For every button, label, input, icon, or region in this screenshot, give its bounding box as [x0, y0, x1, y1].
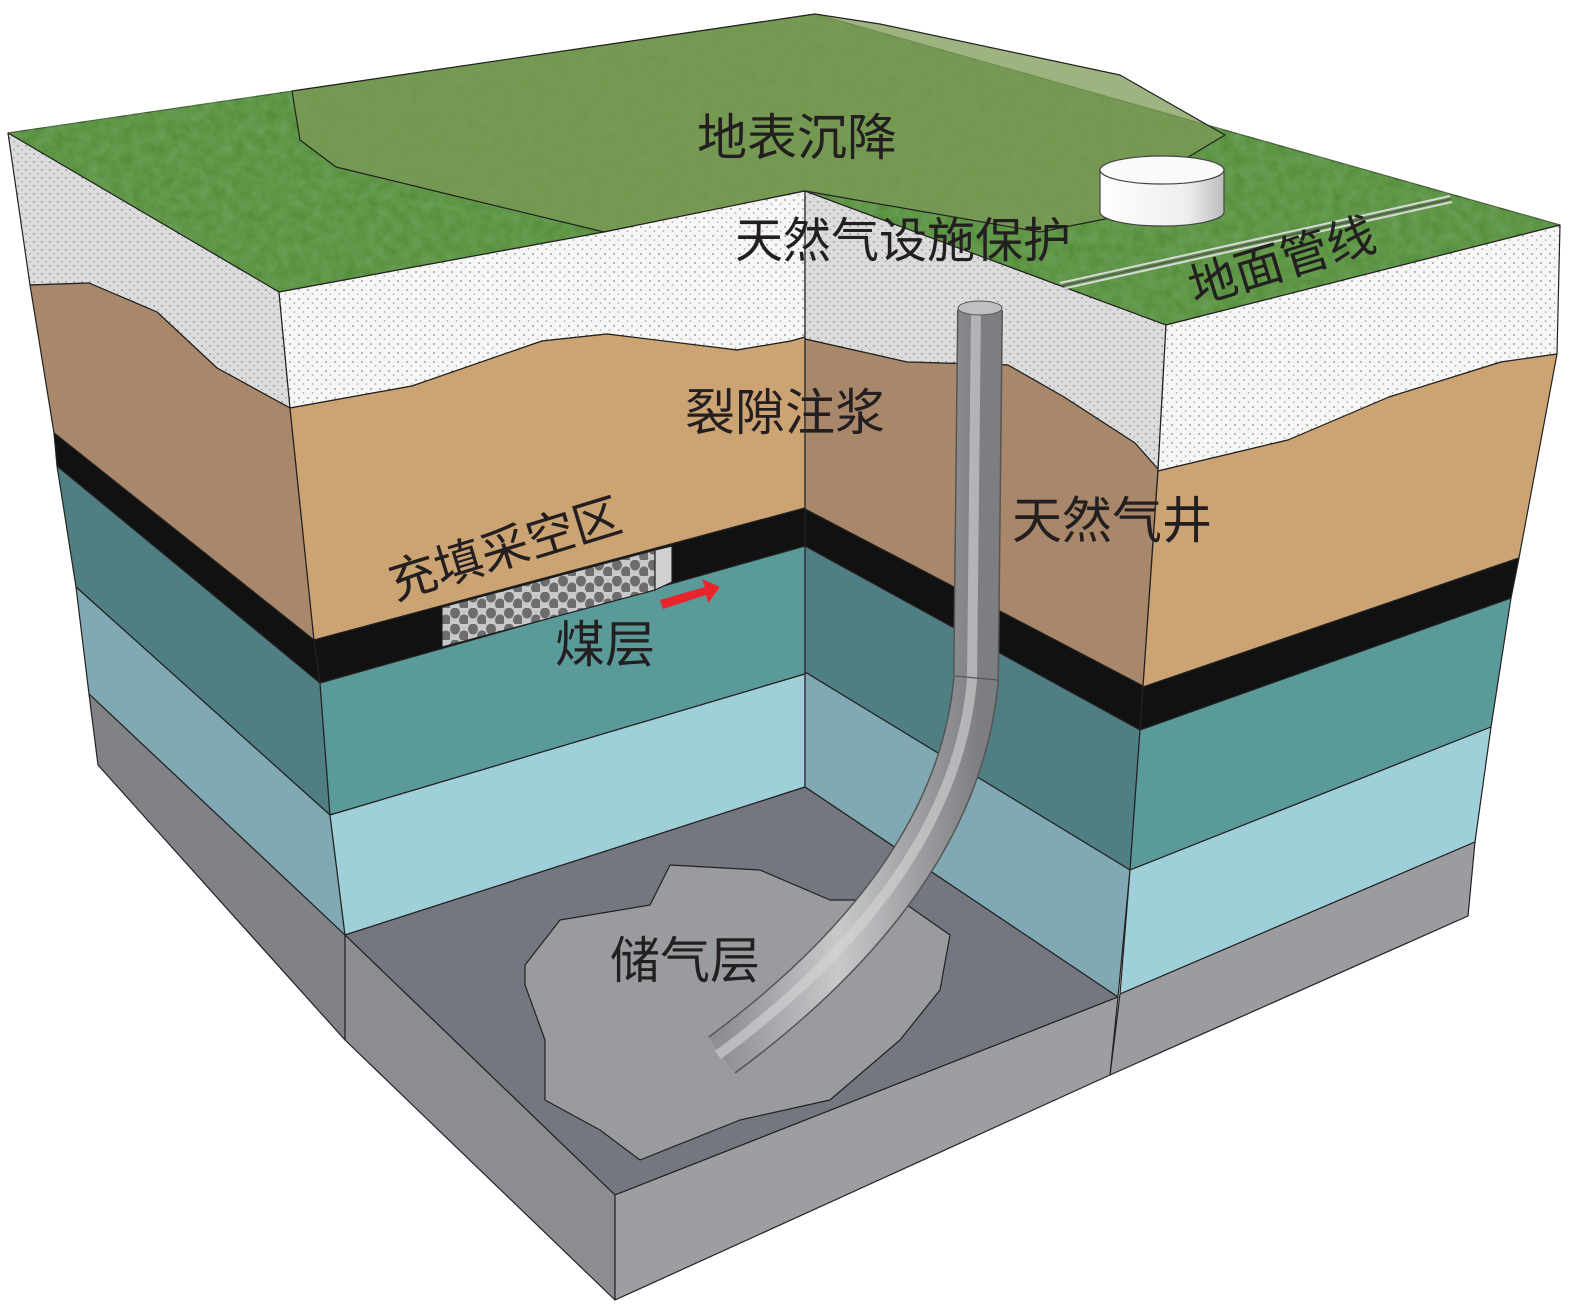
- label-fracture-grouting: 裂隙注浆: [685, 384, 885, 442]
- label-surface-subsidence: 地表沉降: [697, 109, 897, 167]
- gas-well-pipe: [708, 300, 1003, 1074]
- label-gas-facility-protection: 天然气设施保护: [735, 213, 1071, 269]
- backfilled-goaf-edge: [654, 545, 673, 591]
- label-gas-well: 天然气井: [1012, 492, 1212, 550]
- label-coal-seam: 煤层: [555, 616, 655, 674]
- gas-tank-icon: [1099, 155, 1225, 227]
- surface-pipeline-icon: [1059, 195, 1453, 290]
- slab-right-face: [614, 996, 1119, 1301]
- label-gas-storage-layer: 储气层: [610, 932, 760, 990]
- flow-arrow-icon: [660, 579, 720, 609]
